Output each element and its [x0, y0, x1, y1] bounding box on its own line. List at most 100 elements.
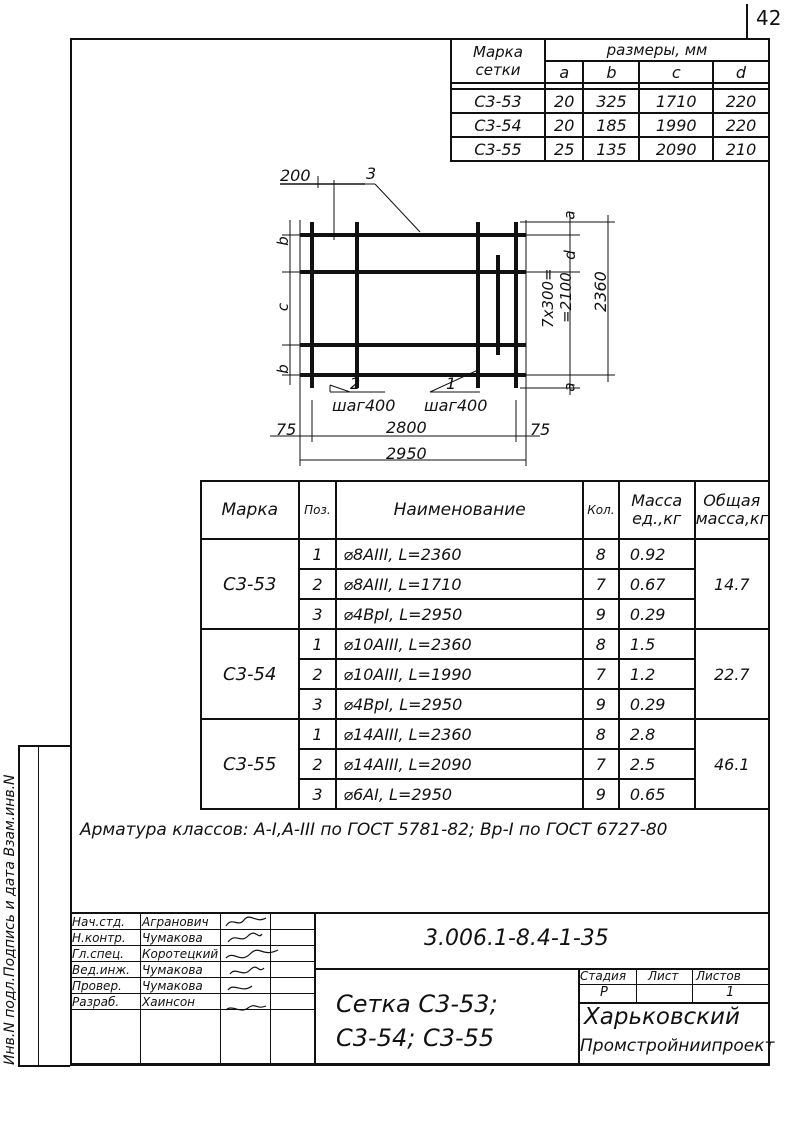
- dims-header-sizes: размеры, мм: [544, 38, 770, 62]
- dim-75-left: 75: [276, 420, 297, 439]
- dims-col-a: a: [543, 60, 585, 84]
- spec-name: ⌀4BpI, L=2950: [335, 598, 584, 630]
- spec-mass: 0.92: [617, 538, 696, 570]
- dims-cell: 220: [711, 112, 771, 138]
- dims-cell: 220: [711, 88, 771, 114]
- tb-org-divider: [578, 968, 580, 1066]
- tb-name: Чумакова: [140, 977, 315, 994]
- tb-name: Коротецкий: [140, 945, 315, 962]
- dim-label-a-top: a: [560, 210, 579, 220]
- dims-cell: 1990: [638, 112, 714, 138]
- spec-mass: 0.29: [617, 688, 696, 720]
- spec-name: ⌀4BpI, L=2950: [335, 688, 584, 720]
- title-line-1: Сетка С3-53;: [336, 990, 498, 1018]
- spec-mass: 1.2: [617, 658, 696, 690]
- sheets-value: 1: [726, 985, 735, 1000]
- title-block-top: [70, 912, 770, 914]
- dim-75-right: 75: [530, 420, 551, 439]
- spec-name: ⌀14AIII, L=2090: [335, 748, 584, 780]
- page-number-divider: [746, 4, 748, 38]
- table-row: 3 ⌀4BpI, L=2950 9 0.29: [201, 688, 769, 720]
- dim-label-a-bottom: a: [560, 382, 579, 392]
- side-strip-top: [18, 745, 70, 747]
- spec-pos: 3: [297, 778, 338, 810]
- sheet-label: Лист: [648, 969, 679, 983]
- tb-role: Разраб.: [70, 993, 140, 1010]
- spec-total: 22.7: [693, 628, 771, 720]
- dims-cell: С3-55: [450, 136, 546, 162]
- spec-qty: 9: [581, 688, 620, 720]
- dims-col-b: b: [582, 60, 641, 84]
- dims-cell: 325: [582, 88, 641, 114]
- spec-pos: 2: [297, 658, 338, 690]
- dims-cell: 210: [711, 136, 771, 162]
- spec-mass: 0.65: [617, 778, 696, 810]
- spec-name: ⌀8AIII, L=2360: [335, 538, 584, 570]
- organization-line-1: Харьковский: [584, 1004, 740, 1030]
- tb-stage-col-1: [636, 968, 637, 1002]
- spec-pos: 1: [297, 538, 338, 570]
- step-label-2: шаг400: [332, 396, 396, 415]
- table-row: 2 ⌀8AIII, L=1710 7 0.67: [201, 568, 769, 600]
- spec-pos: 2: [297, 568, 338, 600]
- spec-mass: 1.5: [617, 628, 696, 660]
- tb-stage-divider: [578, 984, 770, 985]
- spec-mark: С3-54: [200, 628, 300, 720]
- table-row: Нач.стд.Агранович: [70, 914, 315, 930]
- table-row: С3-53 1 ⌀8AIII, L=2360 8 0.92 14.7: [200, 538, 771, 630]
- drawing-frame: [70, 38, 770, 1066]
- table-row: Гл.спец.Коротецкий: [70, 945, 315, 962]
- spec-mark: С3-55: [200, 718, 300, 810]
- dims-cell: 1710: [638, 88, 714, 114]
- table-row: С3-55 1 ⌀14AIII, L=2360 8 2.8 46.1: [200, 718, 771, 810]
- spec-qty: 9: [581, 778, 620, 810]
- dims-cell: С3-53: [450, 88, 546, 114]
- spec-qty: 7: [581, 748, 620, 780]
- side-strip-border-2: [38, 745, 39, 1067]
- spec-mass: 0.29: [617, 598, 696, 630]
- spec-pos: 1: [297, 628, 338, 660]
- callout-3: 3: [366, 164, 377, 183]
- spec-total: 46.1: [693, 718, 771, 810]
- spec-header-name: Наименование: [335, 480, 584, 540]
- callout-1: 1: [446, 374, 457, 393]
- tb-name: Чумакова: [140, 929, 315, 946]
- spec-header-pos: Поз.: [297, 480, 338, 540]
- dim-2800: 2800: [386, 418, 427, 437]
- spec-qty: 8: [581, 718, 620, 750]
- dim-200: 200: [280, 166, 311, 185]
- table-row: Вед.инж.Чумакова: [70, 961, 315, 978]
- spec-qty: 9: [581, 598, 620, 630]
- mesh-drawing: [270, 176, 615, 466]
- side-label: Инв.N подл.Подпись и дата Взам.инв.N: [2, 745, 20, 1065]
- spec-pos: 3: [297, 688, 338, 720]
- spec-name: ⌀6AI, L=2950: [335, 778, 584, 810]
- table-row: С3-55 25 135 2090 210: [450, 136, 771, 162]
- tb-name: Агранович: [140, 914, 315, 930]
- page-number: 42: [756, 6, 782, 30]
- table-row: С3-54 20 185 1990 220: [450, 112, 771, 138]
- callout-2: 2: [350, 374, 361, 393]
- spec-qty: 7: [581, 568, 620, 600]
- dims-cell: 135: [582, 136, 641, 162]
- title-block-roles: Нач.стд.Агранович Н.контр.Чумакова Гл.сп…: [70, 914, 315, 1010]
- table-row: 2 ⌀14AIII, L=2090 7 2.5: [201, 748, 769, 780]
- dims-cell: 25: [543, 136, 585, 162]
- sheets-label: Листов: [696, 969, 741, 983]
- tb-stage-col-2: [692, 968, 693, 1002]
- spec-name: ⌀8AIII, L=1710: [335, 568, 584, 600]
- dims-cell: С3-54: [450, 112, 546, 138]
- title-line-2: С3-54; С3-55: [336, 1024, 495, 1052]
- dims-cell: 20: [543, 88, 585, 114]
- tb-role: Нач.стд.: [70, 914, 140, 930]
- spec-qty: 8: [581, 628, 620, 660]
- spec-pos: 2: [297, 748, 338, 780]
- dims-col-d: d: [711, 60, 771, 84]
- dims-cell: 185: [582, 112, 641, 138]
- dim-label-b-bottom: b: [273, 364, 292, 374]
- table-row: С3-53 20 325 1710 220: [450, 88, 771, 114]
